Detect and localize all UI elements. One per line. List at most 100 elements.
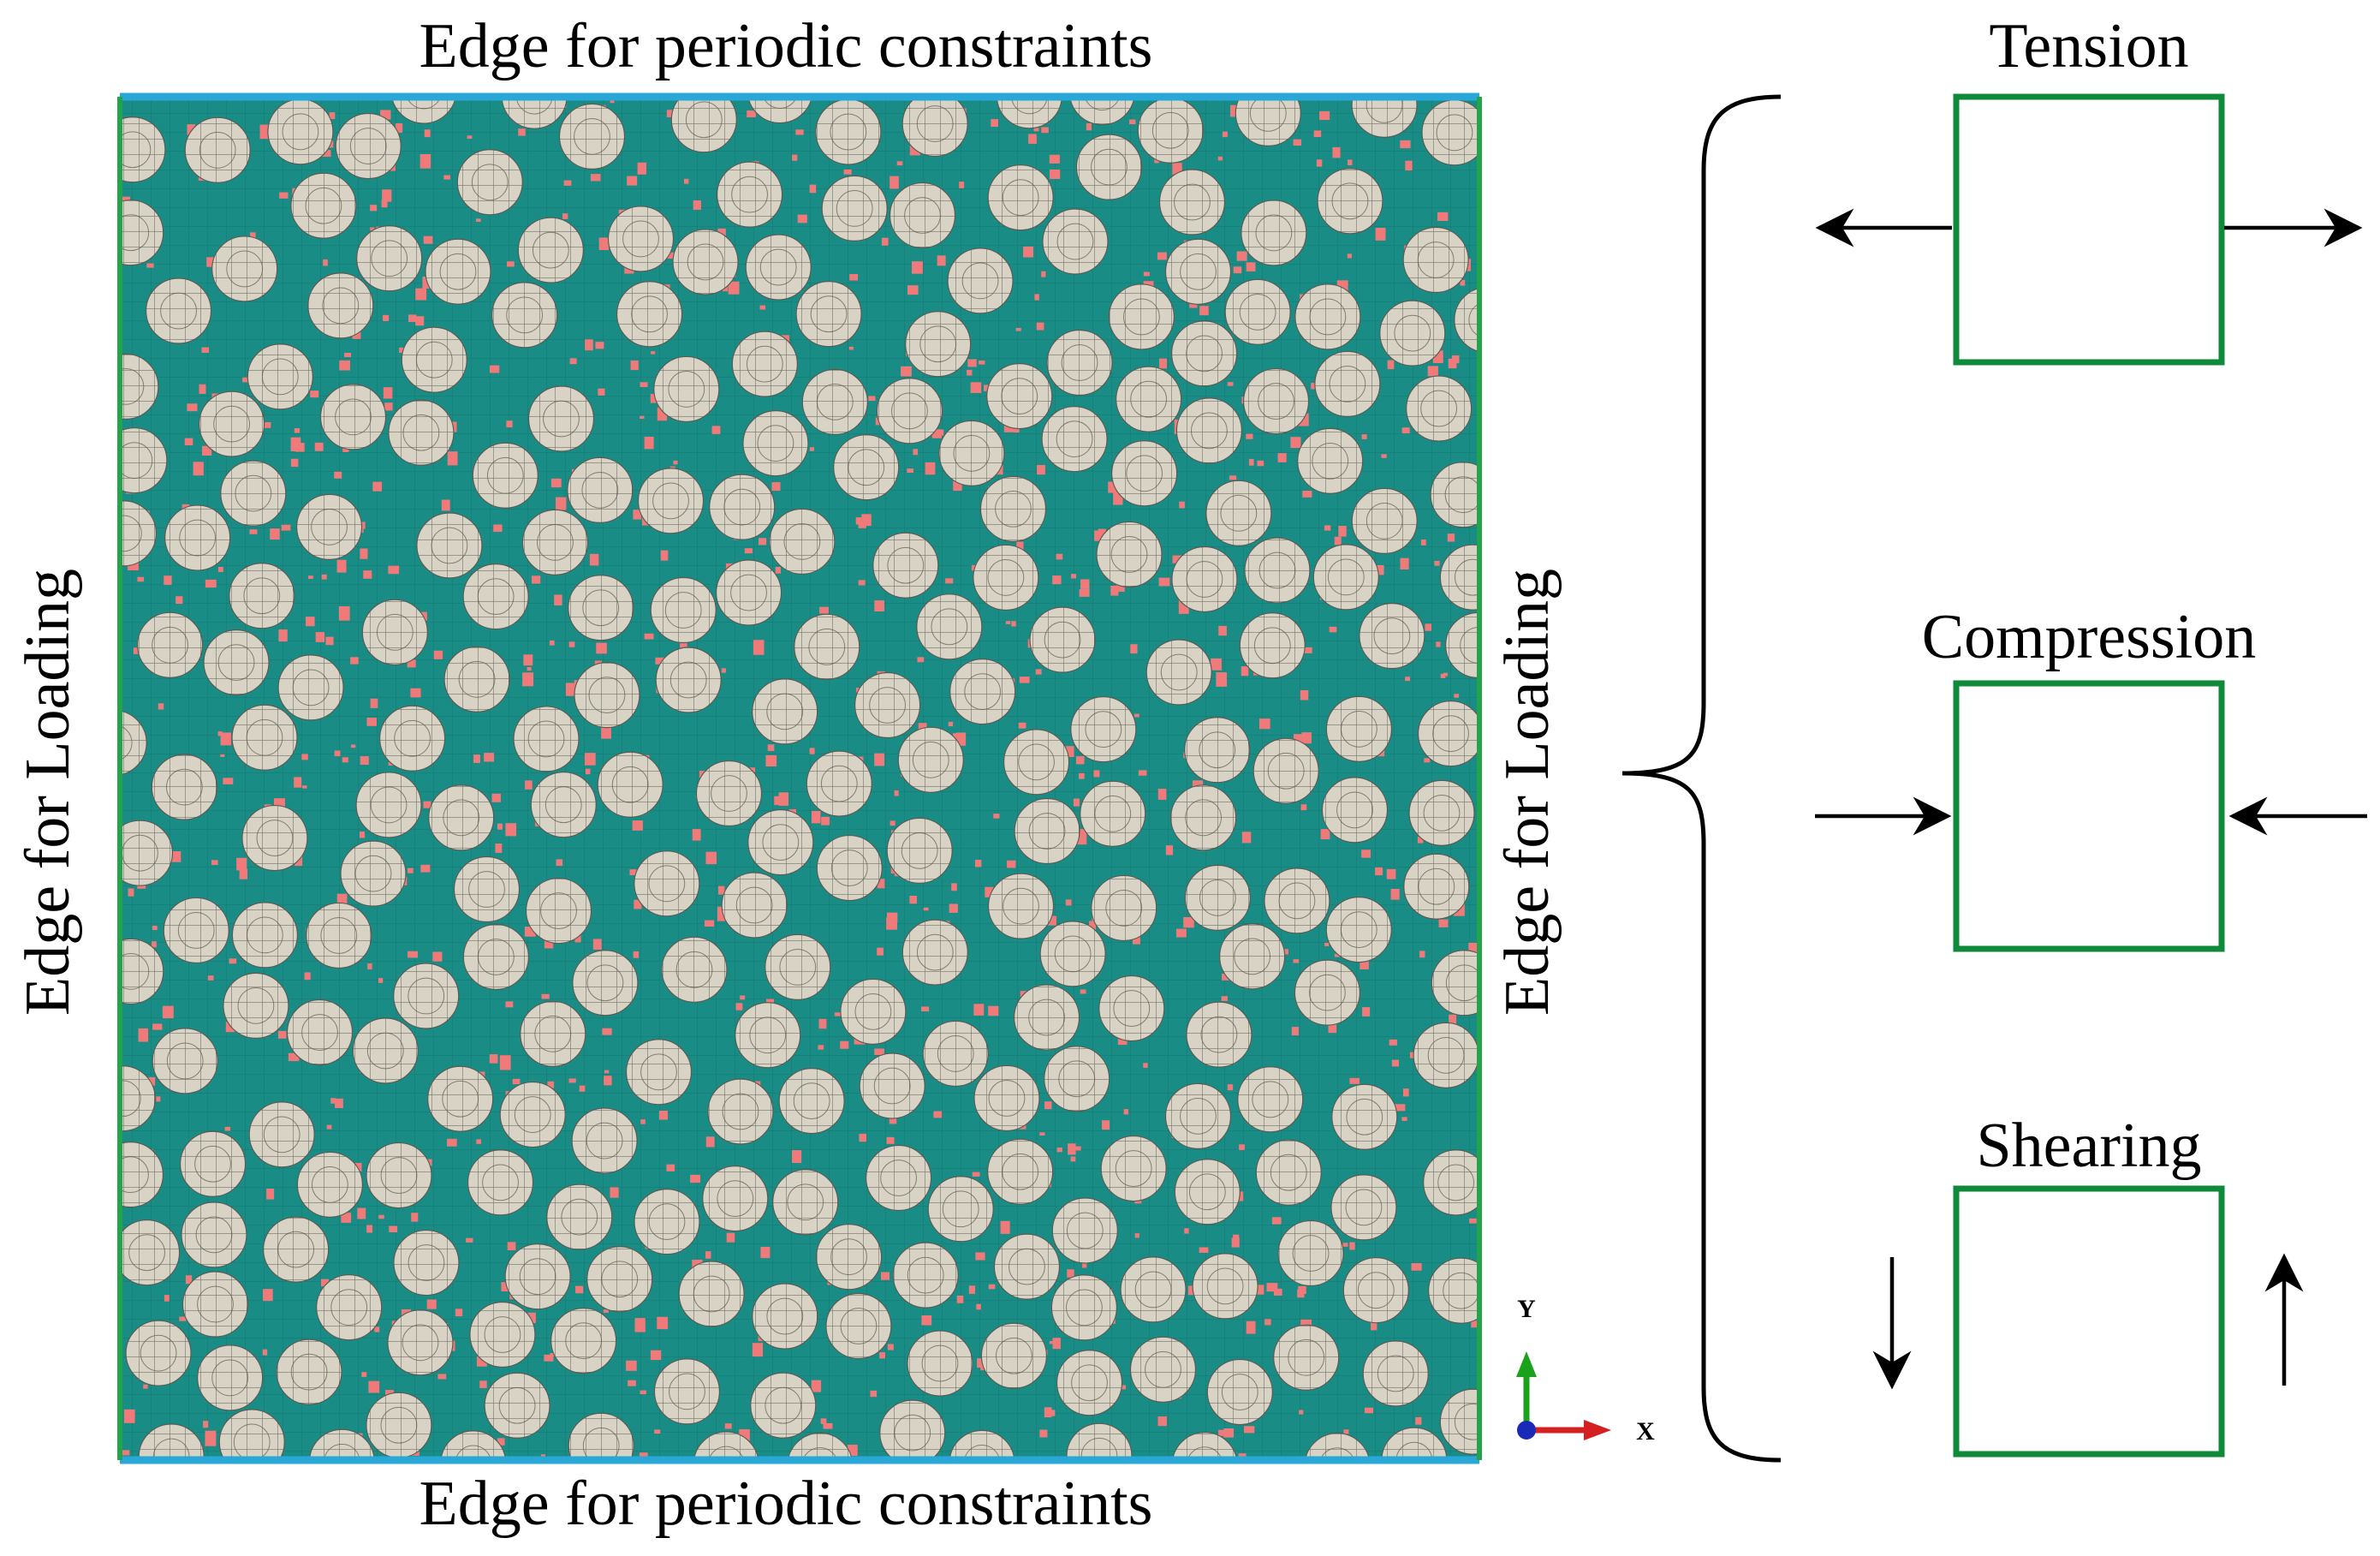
damage-element: [326, 1124, 332, 1130]
damage-element: [1216, 672, 1228, 687]
fiber: [1428, 1257, 1479, 1324]
damage-element: [336, 559, 347, 573]
damage-element: [1116, 582, 1125, 592]
damage-element: [1277, 453, 1287, 462]
fiber: [709, 474, 776, 540]
damage-element: [633, 510, 641, 520]
damage-element: [374, 1326, 380, 1332]
damage-element: [634, 1318, 646, 1332]
damage-element: [368, 1380, 380, 1393]
damage-element: [547, 1081, 555, 1088]
damage-element: [1079, 772, 1085, 779]
damage-element: [507, 1242, 516, 1250]
fiber: [1029, 606, 1096, 673]
fiber: [916, 593, 983, 660]
damage-element: [1221, 973, 1231, 981]
damage-element: [308, 575, 313, 579]
fiber: [637, 468, 705, 534]
fiber: [653, 1358, 721, 1425]
fiber: [1294, 959, 1361, 1026]
damage-element: [1420, 540, 1426, 545]
damage-element: [467, 135, 473, 140]
damage-element: [1019, 677, 1030, 683]
damage-element: [973, 1004, 985, 1016]
fiber: [145, 277, 212, 344]
damage-element: [1157, 252, 1167, 260]
damage-element: [945, 578, 954, 584]
damage-element: [138, 1028, 149, 1042]
damage-element: [574, 934, 581, 943]
damage-element: [294, 428, 300, 433]
fiber: [136, 611, 204, 678]
damage-element: [1039, 1429, 1048, 1438]
fiber: [765, 933, 831, 1000]
damage-element: [455, 1309, 463, 1317]
fiber: [1069, 97, 1135, 126]
damage-element: [489, 365, 500, 373]
damage-element: [1093, 770, 1100, 778]
damage-element: [441, 499, 450, 511]
damage-element: [595, 342, 604, 349]
fiber: [306, 902, 372, 969]
damage-element: [525, 780, 533, 790]
damage-element: [1434, 560, 1440, 566]
damage-element: [495, 844, 503, 853]
fiber: [607, 206, 675, 272]
damage-element: [1229, 475, 1237, 480]
damage-element: [855, 517, 867, 525]
fiber: [938, 420, 1005, 486]
fiber: [393, 1229, 460, 1297]
fiber: [120, 500, 157, 567]
damage-element: [524, 927, 536, 937]
damage-element: [752, 1343, 764, 1357]
damage-element: [262, 1349, 268, 1356]
fiber: [231, 704, 298, 771]
damage-element: [360, 756, 369, 765]
damage-element: [1390, 889, 1400, 900]
damage-element: [705, 851, 717, 865]
fiber: [1219, 923, 1286, 990]
damage-element: [921, 1006, 930, 1012]
fiber: [1170, 784, 1237, 851]
damage-element: [604, 1076, 612, 1086]
damage-element: [321, 574, 327, 580]
fiber: [120, 353, 159, 420]
damage-element: [598, 237, 610, 251]
damage-element: [424, 129, 431, 138]
damage-element: [415, 288, 427, 301]
damage-element: [985, 886, 994, 897]
damage-element: [310, 390, 319, 398]
damage-element: [809, 184, 817, 194]
fiber: [1158, 169, 1226, 235]
damage-element: [666, 110, 674, 117]
damage-element: [123, 1409, 135, 1423]
damage-element: [224, 1126, 231, 1131]
damage-element: [819, 606, 829, 614]
damage-element: [164, 575, 172, 585]
damage-element: [187, 403, 198, 412]
x-axis-label: X: [1636, 1417, 1655, 1446]
damage-element: [809, 447, 814, 451]
damage-element: [1291, 1027, 1299, 1036]
damage-element: [426, 1159, 432, 1166]
damage-element: [396, 122, 403, 133]
damage-element: [1302, 490, 1312, 498]
damage-element: [1375, 227, 1386, 241]
damage-element: [1246, 1321, 1256, 1334]
damage-element: [1338, 526, 1347, 537]
damage-element: [1172, 163, 1182, 175]
fiber: [504, 1243, 571, 1310]
damage-element: [1320, 829, 1330, 840]
damage-element: [1471, 1321, 1479, 1328]
fiber: [1325, 695, 1392, 762]
compression-box: [1953, 680, 2225, 952]
damage-element: [956, 1295, 964, 1303]
damage-element: [344, 353, 352, 358]
damage-element: [1227, 1084, 1234, 1091]
fiber: [120, 820, 174, 886]
fiber: [1096, 521, 1163, 588]
damage-element: [797, 214, 807, 224]
damage-element: [179, 1316, 187, 1321]
fiber: [390, 97, 456, 124]
damage-element: [1417, 837, 1424, 844]
